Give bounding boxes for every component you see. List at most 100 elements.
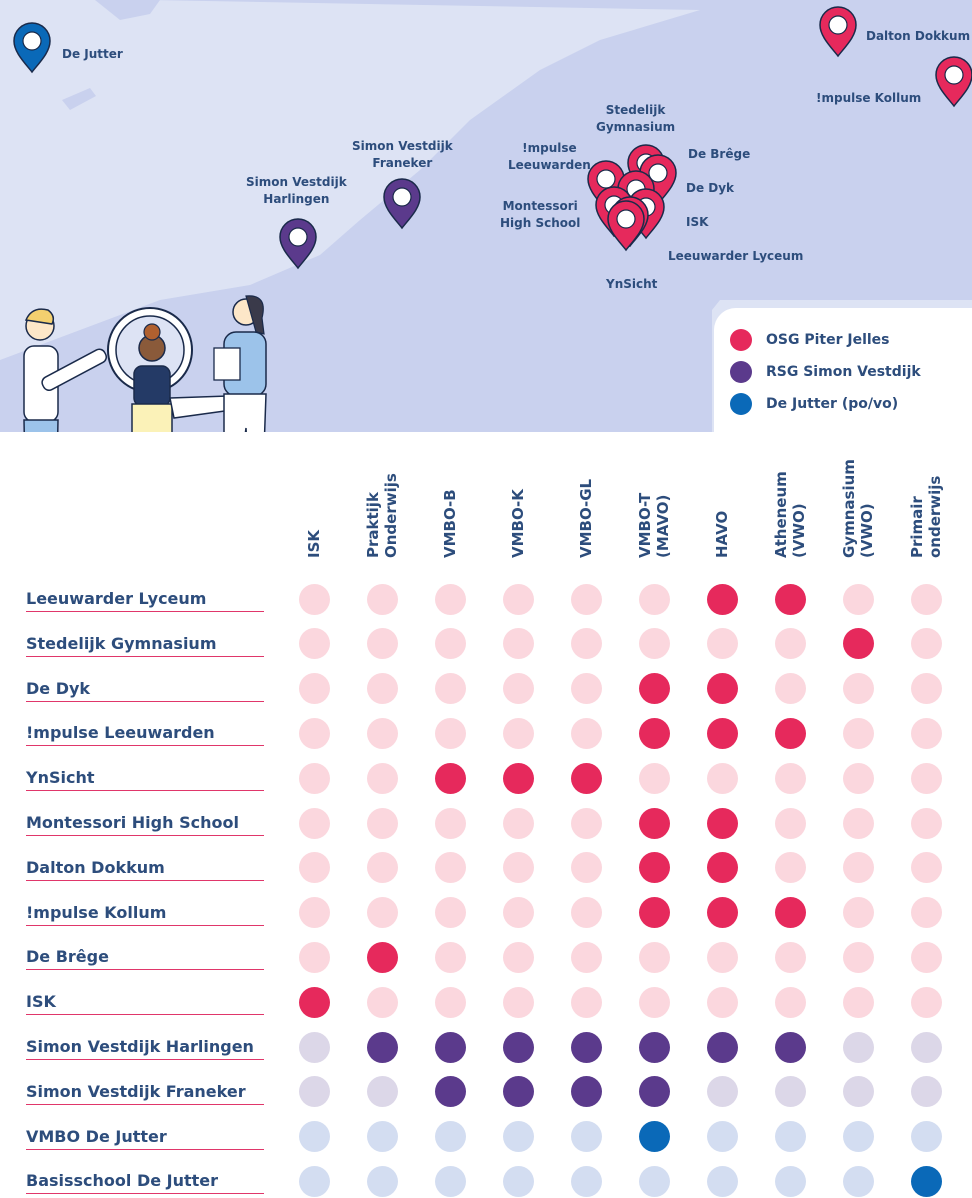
person-left	[23, 308, 108, 432]
map-label-isk: ISK	[686, 215, 709, 229]
map-pin-ynsicht[interactable]	[606, 200, 646, 252]
dot-stedelijk-gymnasium-praktijk-onderwijs-not-offered	[366, 628, 398, 660]
dot-dalton-dokkum-vmbo-gl-not-offered	[570, 852, 602, 884]
dot-mpulse-leeuwarden-vmbo-gl-not-offered	[570, 717, 602, 749]
dot-stedelijk-gymnasium-atheneum-vwo-not-offered	[774, 628, 806, 660]
dot-stedelijk-gymnasium-primair-onderwijs-not-offered	[910, 628, 942, 660]
dot-stedelijk-gymnasium-vmbo-b-not-offered	[434, 628, 466, 660]
dot-de-br-ge-vmbo-b-not-offered	[434, 941, 466, 973]
row-label-mpulse-kollum: !mpulse Kollum	[26, 901, 264, 926]
dot-dalton-dokkum-praktijk-onderwijs-not-offered	[366, 852, 398, 884]
column-header-label: ISK	[305, 529, 323, 558]
dot-stedelijk-gymnasium-vmbo-gl-not-offered	[570, 628, 602, 660]
map-pin-mpulse-kollum[interactable]	[934, 56, 972, 108]
dot-de-dyk-atheneum-vwo-not-offered	[774, 673, 806, 705]
map-label-simon-vestdijk-harlingen: Simon Vestdijk Harlingen	[246, 175, 347, 206]
dot-dalton-dokkum-atheneum-vwo-not-offered	[774, 852, 806, 884]
dot-de-dyk-gymnasium-vwo-not-offered	[842, 673, 874, 705]
dot-vmbo-de-jutter-isk-not-offered	[298, 1121, 330, 1153]
map-label-mpulse-kollum: !mpulse Kollum	[816, 91, 922, 105]
dot-simon-vestdijk-harlingen-vmbo-k-offered	[502, 1031, 534, 1063]
column-header-label: HAVO	[713, 510, 731, 558]
dot-stedelijk-gymnasium-gymnasium-vwo-offered	[842, 628, 874, 660]
dot-isk-praktijk-onderwijs-not-offered	[366, 986, 398, 1018]
dot-montessori-high-school-atheneum-vwo-not-offered	[774, 807, 806, 839]
dot-simon-vestdijk-harlingen-havo-offered	[706, 1031, 738, 1063]
column-header-label: Gymnasium (VWO)	[840, 459, 876, 558]
map-pin-simon-vestdijk-harlingen[interactable]	[278, 218, 318, 270]
dot-montessori-high-school-vmbo-k-not-offered	[502, 807, 534, 839]
dot-simon-vestdijk-franeker-gymnasium-vwo-not-offered	[842, 1076, 874, 1108]
dot-basisschool-de-jutter-praktijk-onderwijs-not-offered	[366, 1165, 398, 1197]
legend-item-osg-piter-jelles: OSG Piter Jelles	[730, 328, 890, 352]
dot-montessori-high-school-gymnasium-vwo-not-offered	[842, 807, 874, 839]
dot-de-dyk-vmbo-b-not-offered	[434, 673, 466, 705]
dot-de-br-ge-vmbo-gl-not-offered	[570, 941, 602, 973]
legend-label: De Jutter (po/vo)	[766, 396, 899, 412]
column-header-vmbo-gl: VMBO-GL	[556, 446, 616, 558]
dot-mpulse-leeuwarden-vmbo-b-not-offered	[434, 717, 466, 749]
dot-mpulse-kollum-vmbo-b-not-offered	[434, 897, 466, 929]
map-label-montessori-high-school: Montessori High School	[500, 199, 581, 230]
dot-isk-isk-offered	[298, 986, 330, 1018]
dot-vmbo-de-jutter-primair-onderwijs-not-offered	[910, 1121, 942, 1153]
dot-vmbo-de-jutter-vmbo-t-mavo-offered	[638, 1121, 670, 1153]
dot-vmbo-de-jutter-gymnasium-vwo-not-offered	[842, 1121, 874, 1153]
dot-mpulse-kollum-vmbo-gl-not-offered	[570, 897, 602, 929]
map-pin-simon-vestdijk-franeker[interactable]	[382, 178, 422, 230]
row-label-simon-vestdijk-harlingen: Simon Vestdijk Harlingen	[26, 1035, 264, 1060]
dot-simon-vestdijk-harlingen-gymnasium-vwo-not-offered	[842, 1031, 874, 1063]
column-header-gymnasium-vwo: Gymnasium (VWO)	[828, 446, 888, 558]
row-label-simon-vestdijk-franeker: Simon Vestdijk Franeker	[26, 1080, 264, 1105]
row-label-isk: ISK	[26, 990, 264, 1016]
dot-mpulse-kollum-atheneum-vwo-offered	[774, 897, 806, 929]
row-label-basisschool-de-jutter: Basisschool De Jutter	[26, 1169, 264, 1195]
dot-stedelijk-gymnasium-vmbo-k-not-offered	[502, 628, 534, 660]
dot-vmbo-de-jutter-vmbo-b-not-offered	[434, 1121, 466, 1153]
dot-mpulse-kollum-vmbo-k-not-offered	[502, 897, 534, 929]
dot-de-dyk-praktijk-onderwijs-not-offered	[366, 673, 398, 705]
dot-vmbo-de-jutter-vmbo-gl-not-offered	[570, 1121, 602, 1153]
dot-dalton-dokkum-havo-offered	[706, 852, 738, 884]
person-child	[131, 323, 173, 432]
dot-leeuwarder-lyceum-isk-not-offered	[298, 583, 330, 615]
row-label-vmbo-de-jutter: VMBO De Jutter	[26, 1125, 264, 1150]
dot-leeuwarder-lyceum-primair-onderwijs-not-offered	[910, 583, 942, 615]
dot-leeuwarder-lyceum-vmbo-k-not-offered	[502, 583, 534, 615]
dot-simon-vestdijk-franeker-praktijk-onderwijs-not-offered	[366, 1076, 398, 1108]
dot-mpulse-kollum-vmbo-t-mavo-offered	[638, 897, 670, 929]
map-label-leeuwarder-lyceum: Leeuwarder Lyceum	[668, 249, 804, 263]
dot-leeuwarder-lyceum-havo-offered	[706, 583, 738, 615]
dot-vmbo-de-jutter-vmbo-k-not-offered	[502, 1121, 534, 1153]
map-label-de-dyk: De Dyk	[686, 181, 735, 195]
row-label-stedelijk-gymnasium: Stedelijk Gymnasium	[26, 632, 264, 657]
dot-isk-vmbo-gl-not-offered	[570, 986, 602, 1018]
dot-ynsicht-vmbo-k-offered	[502, 762, 534, 794]
dot-leeuwarder-lyceum-gymnasium-vwo-not-offered	[842, 583, 874, 615]
dot-basisschool-de-jutter-vmbo-t-mavo-not-offered	[638, 1165, 670, 1197]
dot-simon-vestdijk-harlingen-atheneum-vwo-offered	[774, 1031, 806, 1063]
dot-de-br-ge-gymnasium-vwo-not-offered	[842, 941, 874, 973]
dot-basisschool-de-jutter-gymnasium-vwo-not-offered	[842, 1165, 874, 1197]
legend-swatch	[730, 393, 752, 415]
dot-simon-vestdijk-franeker-primair-onderwijs-not-offered	[910, 1076, 942, 1108]
column-header-isk: ISK	[284, 446, 344, 558]
map-pin-dalton-dokkum[interactable]	[818, 6, 858, 58]
column-header-label: Atheneum (VWO)	[772, 471, 808, 558]
dot-vmbo-de-jutter-havo-not-offered	[706, 1121, 738, 1153]
dot-isk-vmbo-b-not-offered	[434, 986, 466, 1018]
paper	[169, 395, 233, 419]
dot-basisschool-de-jutter-vmbo-gl-not-offered	[570, 1165, 602, 1197]
dot-leeuwarder-lyceum-vmbo-t-mavo-not-offered	[638, 583, 670, 615]
dot-ynsicht-gymnasium-vwo-not-offered	[842, 762, 874, 794]
dot-mpulse-leeuwarden-havo-offered	[706, 717, 738, 749]
dot-ynsicht-vmbo-gl-offered	[570, 762, 602, 794]
dot-de-dyk-vmbo-gl-not-offered	[570, 673, 602, 705]
dot-de-dyk-isk-not-offered	[298, 673, 330, 705]
map-pin-de-jutter[interactable]	[12, 22, 52, 74]
column-header-vmbo-t-mavo: VMBO-T (MAVO)	[624, 446, 684, 558]
dot-de-br-ge-isk-not-offered	[298, 941, 330, 973]
column-header-label: VMBO-GL	[577, 478, 595, 558]
dot-leeuwarder-lyceum-vmbo-b-not-offered	[434, 583, 466, 615]
map-label-dalton-dokkum: Dalton Dokkum	[866, 29, 971, 43]
